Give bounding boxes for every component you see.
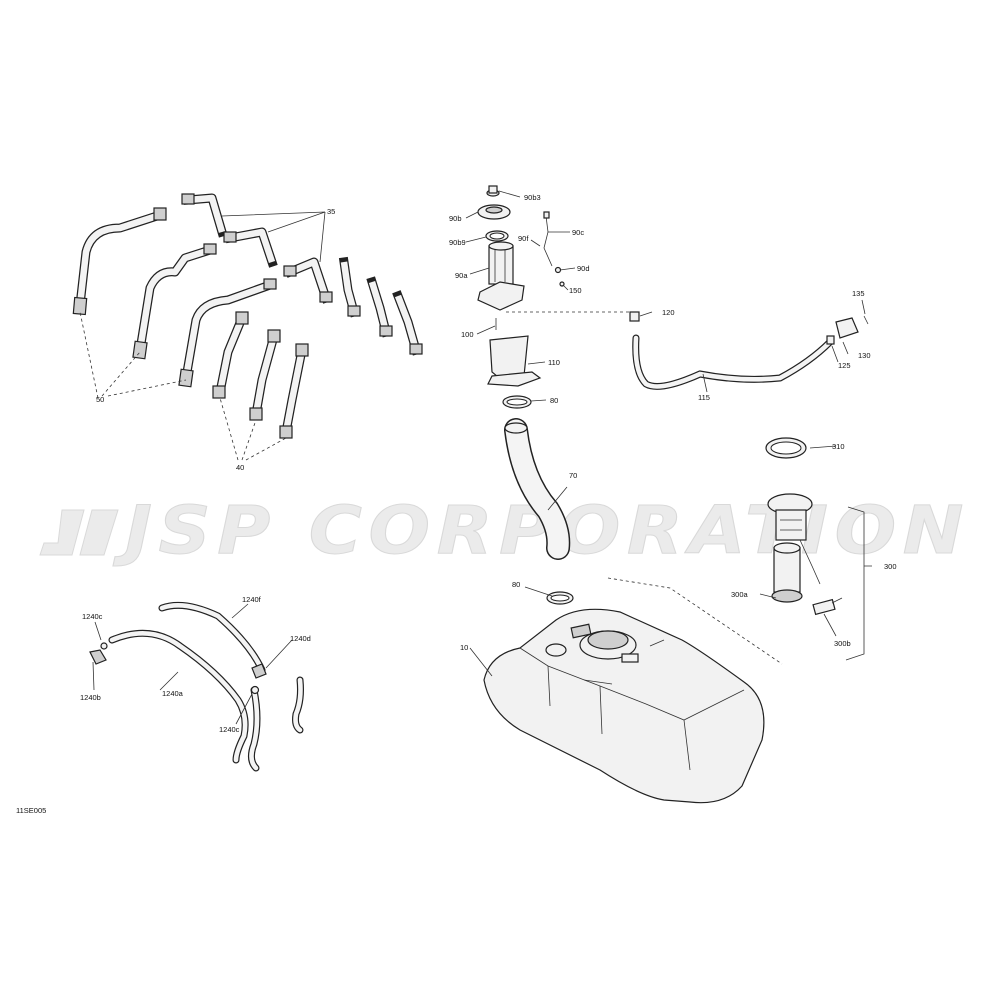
strap-small-3 [392, 290, 423, 356]
callout-10: 10 [460, 643, 468, 652]
callout-90f: 90f [518, 234, 529, 243]
watermark: JSP CORPORATION [39, 492, 964, 570]
fuel-tank-straps [72, 193, 423, 461]
callout-70: 70 [569, 471, 577, 480]
callout-1240d: 1240d [290, 634, 311, 643]
callout-90a: 90a [455, 271, 468, 280]
strap-top-1 [181, 193, 228, 238]
callout-90c: 90c [572, 228, 584, 237]
callout-100: 100 [461, 330, 474, 339]
callout-300a: 300a [731, 590, 749, 599]
strap-top-2 [223, 227, 278, 268]
callout-135: 135 [852, 289, 865, 298]
strap-straight-2 [249, 329, 281, 421]
callout-1240b: 1240b [80, 693, 101, 702]
strap-straight-3 [279, 343, 309, 439]
callout-125: 125 [838, 361, 851, 370]
callout-80-upper: 80 [550, 396, 558, 405]
callout-150: 150 [569, 286, 582, 295]
strap-straight-1 [212, 311, 249, 399]
callout-90b9: 90b9 [449, 238, 466, 247]
callout-300b: 300b [834, 639, 851, 648]
callout-310: 310 [832, 442, 845, 451]
callout-1240a: 1240a [162, 689, 184, 698]
callout-90b3: 90b3 [524, 193, 541, 202]
fuel-tank [469, 608, 765, 804]
filler-neck-assembly [465, 185, 637, 605]
drawing-code: 11SE005 [16, 806, 46, 815]
callout-35: 35 [327, 207, 335, 216]
vent-hose-assembly [629, 299, 869, 393]
watermark-logo-mark [39, 509, 119, 556]
strap-small-2 [366, 276, 393, 338]
callout-90d: 90d [577, 264, 590, 273]
strap-long-2 [132, 243, 217, 360]
callout-90b: 90b [449, 214, 462, 223]
callout-110: 110 [548, 358, 560, 367]
vent-lines-1240 [89, 601, 304, 772]
strap-small-1 [338, 256, 361, 318]
strap-long-3 [178, 278, 277, 388]
strap-long-1 [72, 207, 167, 316]
callout-40: 40 [236, 463, 244, 472]
callout-labels: 35 50 40 90b3 90b 90b9 90c 90f 90a 90d 1… [16, 193, 897, 815]
callout-300: 300 [884, 562, 897, 571]
callout-130: 130 [858, 351, 871, 360]
callout-115: 115 [698, 393, 710, 402]
callout-1240c-top: 1240c [82, 612, 103, 621]
callout-1240c-bottom: 1240c [219, 725, 240, 734]
callout-1240f: 1240f [242, 595, 262, 604]
strap-top-3 [283, 257, 333, 304]
callout-120: 120 [662, 308, 675, 317]
callout-80-lower: 80 [512, 580, 520, 589]
callout-50: 50 [96, 395, 104, 404]
